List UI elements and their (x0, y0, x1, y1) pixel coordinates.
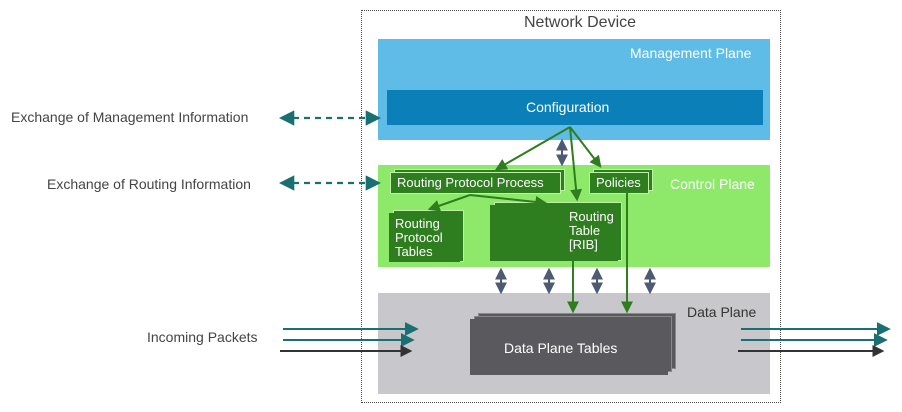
routing-table-line2: Table (569, 223, 601, 238)
rpp-to-rib-arrow (469, 194, 548, 208)
network-device-title: Network Device (524, 14, 637, 31)
routing-table-box (490, 205, 618, 261)
routing-protocol-tables-line2: Protocol (395, 230, 443, 245)
routing-protocol-process-label: Routing Protocol Process (397, 175, 544, 190)
configuration-box (387, 90, 763, 125)
rpp-to-rpt-arrow (427, 194, 471, 212)
policies-box (589, 172, 649, 194)
routing-protocol-process-box (390, 172, 561, 194)
routing-table-line3: [RIB] (569, 237, 598, 252)
routing-exchange-label: Exchange of Routing Information (47, 176, 251, 192)
routing-protocol-tables-line1: Routing (395, 216, 440, 231)
routing-table-line1: Routing (569, 209, 614, 224)
routing-protocol-tables-box (389, 213, 460, 262)
data-plane-tables-label: Data Plane Tables (504, 340, 618, 356)
network-device-boundary (361, 10, 781, 403)
config-to-policies-arrow (569, 126, 602, 168)
config-to-rib-arrow (569, 126, 583, 202)
routing-protocol-tables-line3: Tables (395, 244, 433, 259)
incoming-packets-label: Incoming Packets (147, 329, 258, 345)
configuration-label: Configuration (526, 99, 610, 115)
config-to-rpp-arrow (494, 126, 571, 171)
data-plane-label: Data Plane (687, 304, 757, 320)
control-plane-label: Control Plane (670, 176, 755, 192)
policies-label: Policies (596, 175, 641, 190)
management-exchange-label: Exchange of Management Information (11, 109, 249, 125)
management-plane-label: Management Plane (630, 45, 752, 61)
data-plane-tables-box (470, 319, 668, 375)
